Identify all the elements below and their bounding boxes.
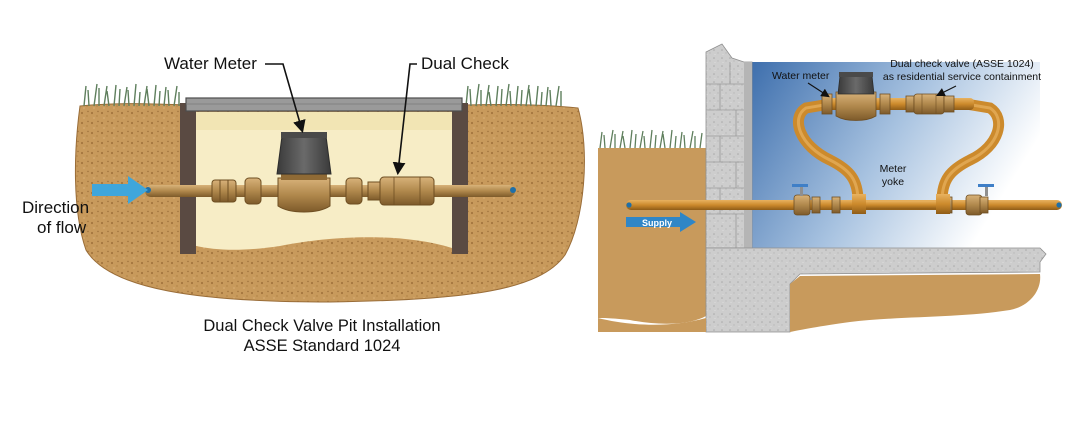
pit-wall-right [452, 103, 468, 254]
left-pit-diagram: Water Meter Dual Check Direction of flow… [22, 54, 585, 355]
exterior-soil [598, 148, 706, 324]
right-basement-diagram: Supply [598, 43, 1062, 333]
caption-line1: Dual Check Valve Pit Installation [203, 317, 440, 335]
caption-line2: ASSE Standard 1024 [244, 337, 401, 355]
basement-slab [705, 247, 1047, 333]
under-slab-soil [790, 274, 1041, 332]
water-meter-icon [276, 132, 332, 213]
label-direction-line1: Direction [22, 198, 89, 217]
flow-arrow-icon [92, 176, 148, 204]
label-meter-yoke-line1: Meter [880, 163, 907, 175]
dual-check-valve-icon [367, 176, 435, 206]
supply-pipe [626, 200, 1062, 210]
pit-lid [185, 97, 463, 112]
supply-arrow-icon: Supply [626, 212, 696, 232]
label-water-meter-right: Water meter [772, 70, 830, 82]
ball-valve-icon [792, 184, 841, 216]
label-supply: Supply [642, 218, 672, 228]
pit-wall-left [180, 103, 196, 254]
label-dual-check: Dual Check [421, 54, 509, 73]
grass-right [599, 129, 703, 149]
water-meter-icon [821, 72, 891, 121]
label-dual-check-line2: as residential service containment [883, 71, 1041, 83]
label-direction-line2: of flow [37, 218, 87, 237]
basement-room [752, 62, 1040, 248]
label-meter-yoke-line2: yoke [882, 176, 904, 188]
grass-left [83, 83, 562, 107]
label-dual-check-line1: Dual check valve (ASSE 1024) [890, 58, 1034, 70]
label-water-meter: Water Meter [164, 54, 257, 73]
dual-check-valve-icon [905, 93, 955, 115]
